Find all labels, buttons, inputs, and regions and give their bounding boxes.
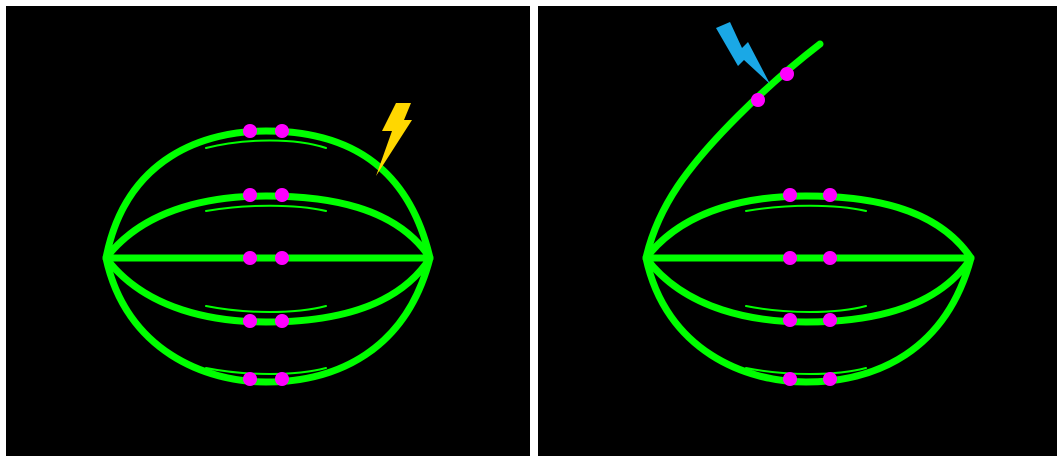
intact-spindle-diagram <box>6 6 530 456</box>
chromosome-dot <box>275 372 289 386</box>
spindle-fiber-bottom-thin <box>206 368 326 374</box>
chromosome-dot <box>783 313 797 327</box>
spindle-fiber-upper-thin <box>746 206 866 211</box>
chromosome-dot <box>823 313 837 327</box>
detached-spindle-fiber <box>646 44 820 258</box>
chromosomes <box>751 67 837 386</box>
chromosome-dot <box>823 372 837 386</box>
blue-lightning-bolt-icon <box>716 22 770 84</box>
chromosome-dot <box>783 372 797 386</box>
chromosome-dot <box>275 188 289 202</box>
chromosome-dot <box>275 251 289 265</box>
chromosome-dot <box>783 188 797 202</box>
chromosome-dot <box>275 124 289 138</box>
chromosome-dot <box>780 67 794 81</box>
chromosome-dot <box>243 188 257 202</box>
panel-intact-spindle <box>6 6 530 456</box>
chromosome-dot <box>243 314 257 328</box>
chromosome-dot <box>243 251 257 265</box>
panel-severed-spindle <box>538 6 1057 456</box>
severed-spindle-diagram <box>538 6 1057 456</box>
spindle-fiber-lower-thin <box>746 306 866 312</box>
spindle-fiber-lower-thin <box>206 306 326 312</box>
chromosome-dot <box>823 188 837 202</box>
chromosome-dot <box>823 251 837 265</box>
spindle-fiber-upper-thin <box>206 206 326 211</box>
spindle-fiber-bottom-thin <box>746 368 866 374</box>
yellow-lightning-bolt-icon <box>376 103 412 176</box>
chromosome-dot <box>751 93 765 107</box>
chromosome-dot <box>243 372 257 386</box>
spindle-fiber-top-thin <box>206 141 326 149</box>
spindle-fibers <box>646 44 971 382</box>
chromosome-dot <box>275 314 289 328</box>
spindle-fibers <box>106 131 430 382</box>
chromosome-dot <box>783 251 797 265</box>
chromosome-dot <box>243 124 257 138</box>
